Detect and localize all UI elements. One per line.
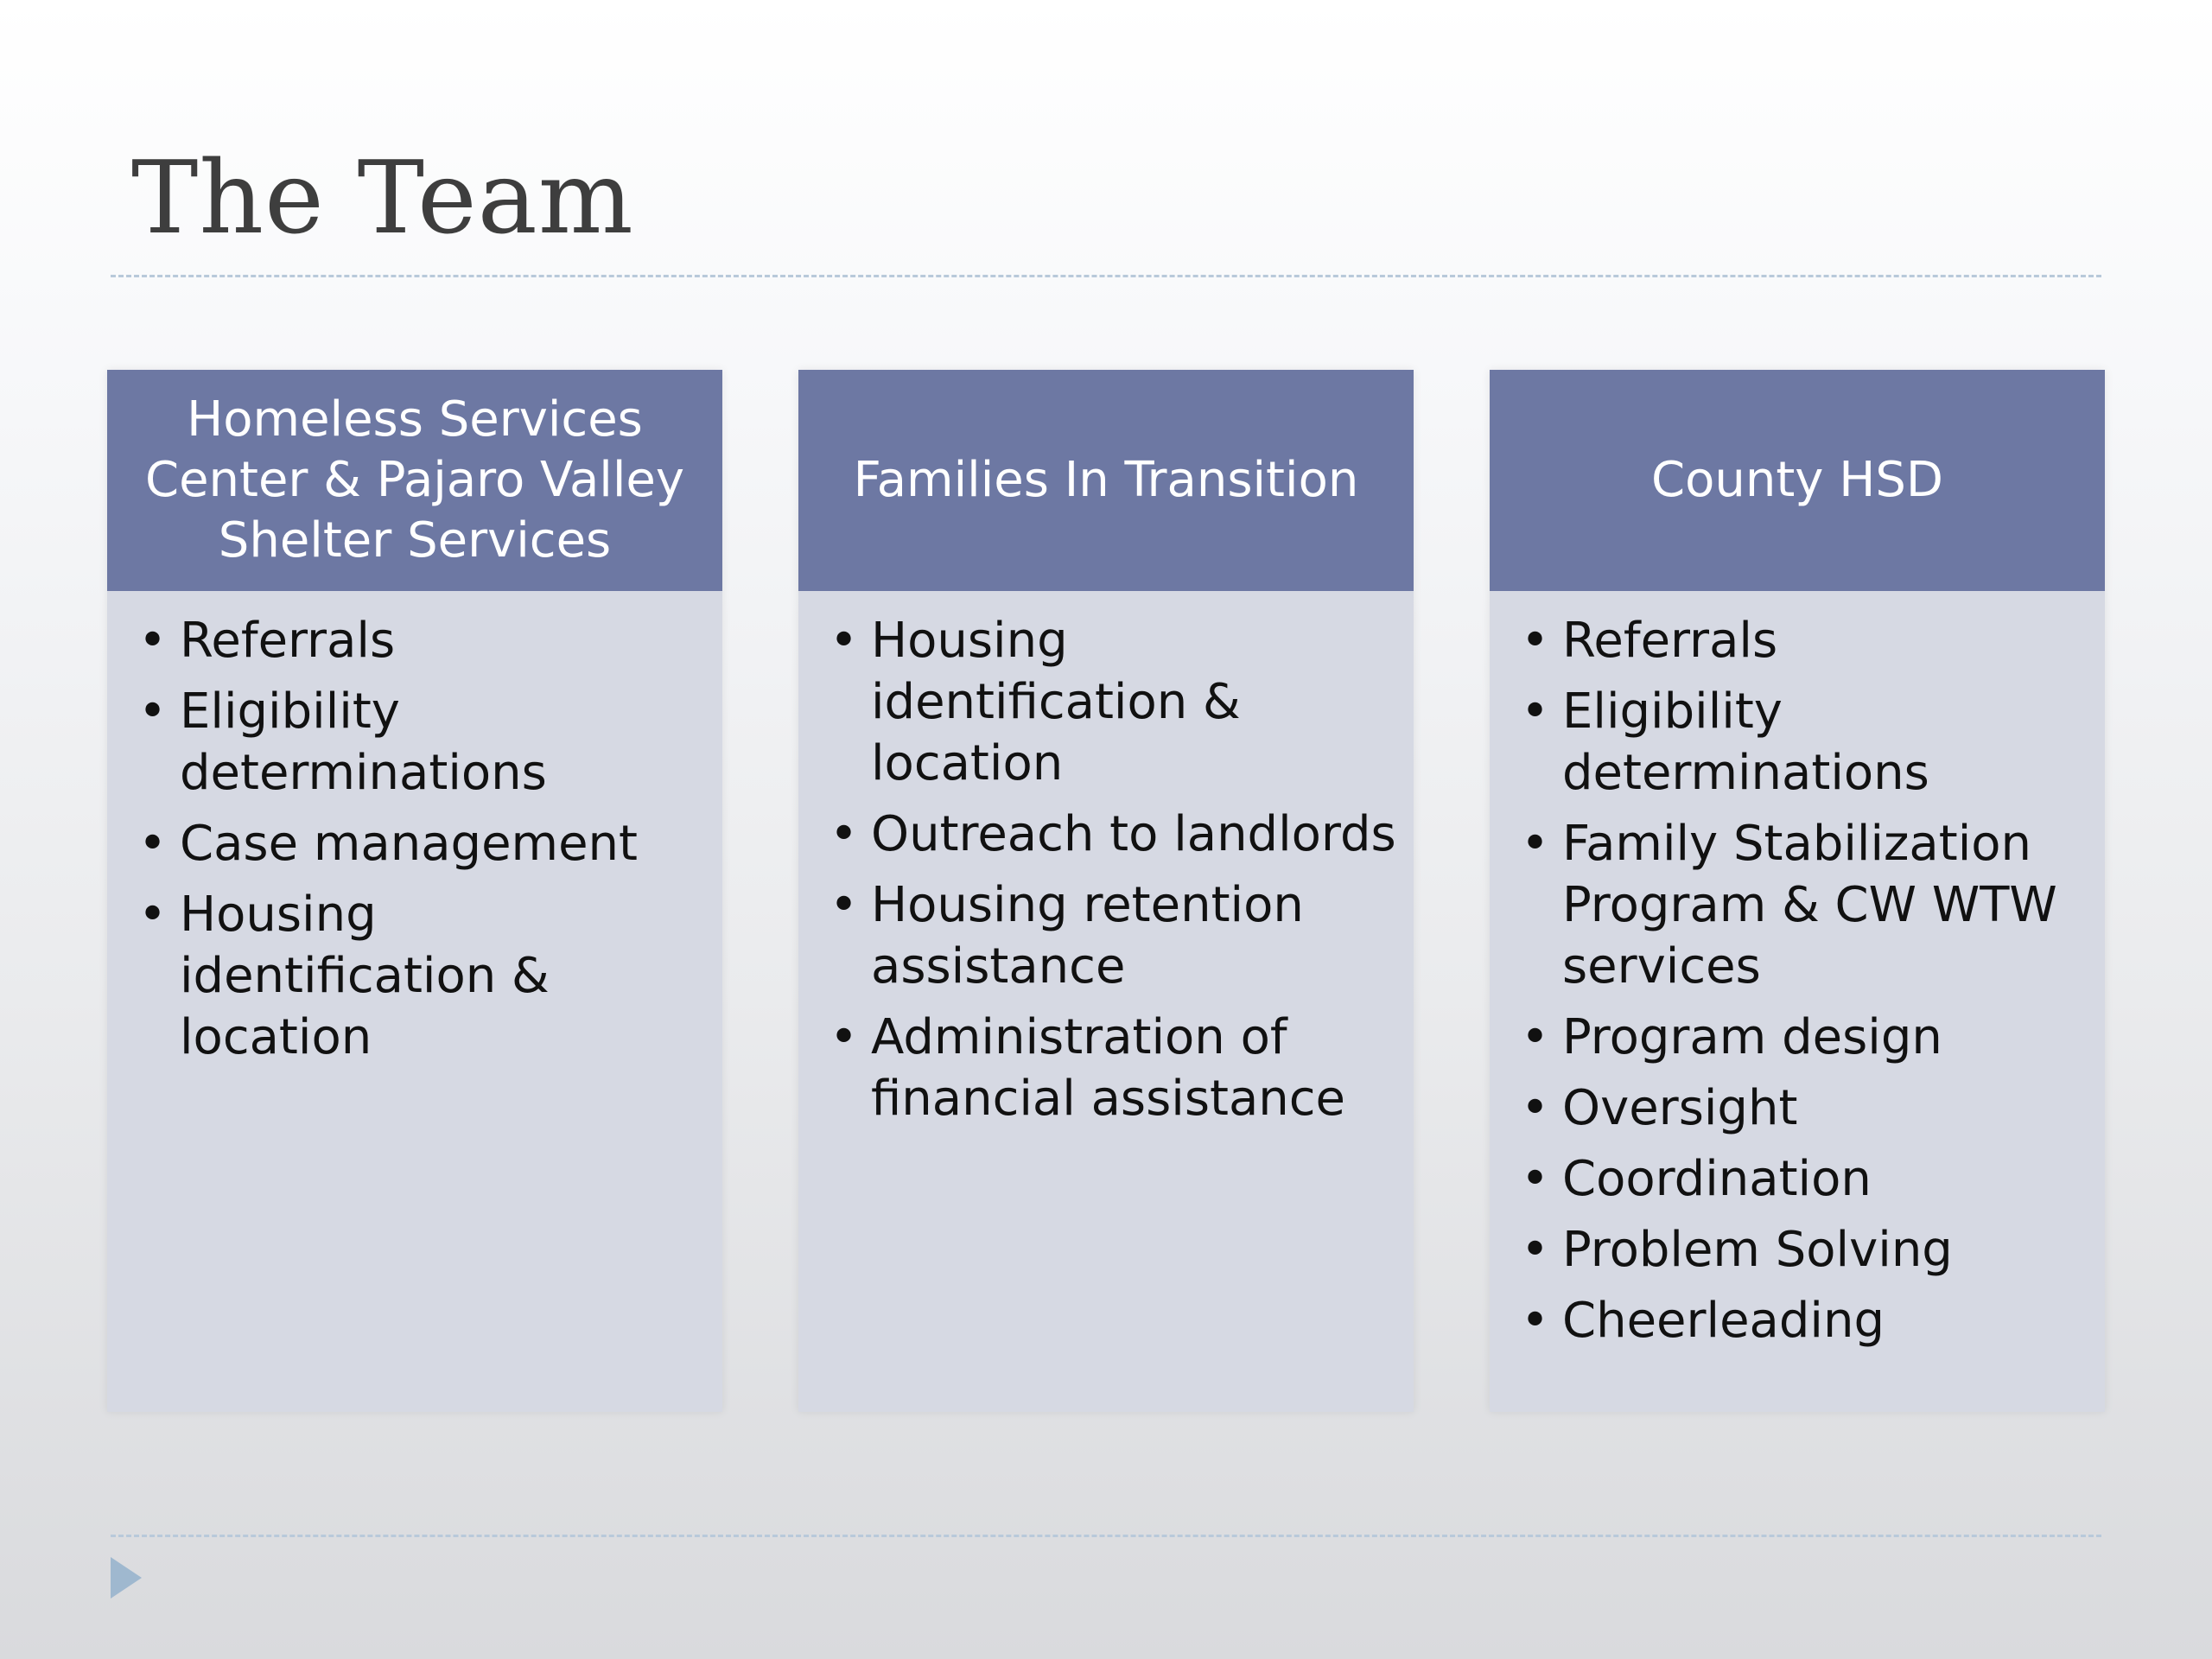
list-item: Housing identification & location <box>830 610 1396 794</box>
list-item: Program design <box>1521 1007 2088 1068</box>
list-item: Housing retention assistance <box>830 874 1396 997</box>
column-body: Housing identification & location Outrea… <box>798 591 1414 1129</box>
list-item: Coordination <box>1521 1148 2088 1210</box>
footer-divider <box>111 1535 2101 1537</box>
bullet-list: Referrals Eligibility determinations Cas… <box>138 610 705 1068</box>
list-item: Eligibility determinations <box>1521 681 2088 804</box>
list-item: Eligibility determinations <box>138 681 705 804</box>
play-triangle-icon <box>111 1557 142 1599</box>
list-item: Cheerleading <box>1521 1290 2088 1351</box>
team-column-county-hsd: County HSD Referrals Eligibility determi… <box>1490 370 2105 1412</box>
list-item: Administration of financial assistance <box>830 1007 1396 1129</box>
slide-title: The Team <box>131 140 634 257</box>
column-header-label: Homeless Services Center & Pajaro Valley… <box>144 391 685 569</box>
column-body: Referrals Eligibility determinations Fam… <box>1490 591 2105 1351</box>
bullet-list: Referrals Eligibility determinations Fam… <box>1521 610 2088 1351</box>
list-item: Housing identification & location <box>138 884 705 1068</box>
column-header: Families In Transition <box>798 370 1414 591</box>
list-item: Family Stabilization Program & CW WTW se… <box>1521 813 2088 997</box>
list-item: Case management <box>138 813 705 874</box>
column-header-label: County HSD <box>1650 452 1944 508</box>
team-column-fit: Families In Transition Housing identific… <box>798 370 1414 1412</box>
team-column-hsc-pvss: Homeless Services Center & Pajaro Valley… <box>107 370 722 1412</box>
column-body: Referrals Eligibility determinations Cas… <box>107 591 722 1068</box>
list-item: Oversight <box>1521 1077 2088 1139</box>
list-item: Problem Solving <box>1521 1219 2088 1281</box>
list-item: Referrals <box>138 610 705 671</box>
title-divider <box>111 275 2101 277</box>
column-header: Homeless Services Center & Pajaro Valley… <box>107 370 722 591</box>
list-item: Outreach to landlords <box>830 804 1396 865</box>
list-item: Referrals <box>1521 610 2088 671</box>
column-header-label: Families In Transition <box>853 452 1359 508</box>
column-header: County HSD <box>1490 370 2105 591</box>
bullet-list: Housing identification & location Outrea… <box>830 610 1396 1129</box>
